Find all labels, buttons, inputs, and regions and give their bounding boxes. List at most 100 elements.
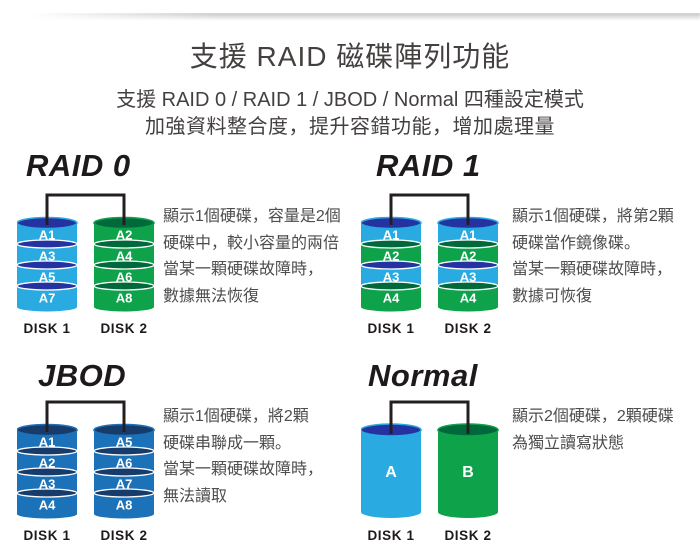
description-line: 當某一顆硬碟故障時， <box>512 261 673 278</box>
disk-rim <box>437 239 499 249</box>
segment-label: A7 <box>116 477 133 492</box>
segment-label: A3 <box>39 249 56 264</box>
bracket-connector <box>45 400 126 432</box>
jbod-disk2-stack: A5 A6 A7 A8 <box>93 423 155 519</box>
disk2-name: DISK 2 <box>444 528 491 543</box>
bracket-connector <box>389 193 470 225</box>
description-line: 顯示2個硬碟，2顆硬碟 <box>512 408 674 425</box>
segment-label: A4 <box>383 291 400 306</box>
disk-segment <box>94 493 154 519</box>
description-line: 為獨立讀寫狀態 <box>512 434 625 452</box>
description-line: 當某一顆硬碟故障時， <box>163 461 324 478</box>
segment-label: A3 <box>460 270 477 285</box>
raid1-disk1-stack: A1 A2 A3 A4 <box>361 216 422 312</box>
disk-rim <box>93 446 155 456</box>
segment-label: A8 <box>116 291 133 306</box>
disk1-name: DISK 1 <box>23 321 70 336</box>
bracket-connector <box>45 193 126 225</box>
segment-label: A8 <box>116 498 133 513</box>
disk2-name: DISK 2 <box>444 321 491 336</box>
segment-label: A6 <box>116 456 133 471</box>
segment-label: A2 <box>39 456 56 471</box>
disk-rim <box>93 260 155 270</box>
disk2-name: DISK 2 <box>100 528 147 543</box>
page-title: 支援 RAID 磁碟陣列功能 <box>189 41 511 72</box>
page-subtitle-modes: 支援 RAID 0 / RAID 1 / JBOD / Normal 四種設定模… <box>116 89 584 111</box>
jbod-disk1-stack: A1 A2 A3 A4 <box>17 423 78 519</box>
disk-body <box>361 430 421 518</box>
disk1-name: DISK 1 <box>367 321 414 336</box>
jbod-heading: JBOD <box>38 358 127 393</box>
normal-description: 顯示2個硬碟，2顆硬碟 為獨立讀寫狀態 <box>512 404 700 457</box>
description-line: 硬碟當作鏡像碟。 <box>512 234 641 252</box>
raid0-disk1-stack: A1 A3 A5 A7 <box>17 216 78 312</box>
segment-label: A5 <box>39 270 56 285</box>
disk-body <box>438 430 498 518</box>
raid1-disk2-stack: A1 A2 A3 A4 <box>437 216 499 312</box>
disk-segment <box>361 286 421 312</box>
normal-diagram: A B DISK 1 DISK 2 <box>361 400 499 543</box>
top-shadow-divider <box>30 13 700 22</box>
segment-label: A2 <box>383 249 400 264</box>
raid0-heading: RAID 0 <box>26 148 131 183</box>
bracket-connector <box>389 400 470 434</box>
segment-label: A1 <box>383 228 400 243</box>
description-line: 顯示1個硬碟，容量是2個 <box>163 208 341 225</box>
segment-label: A4 <box>116 249 133 264</box>
description-line: 顯示1個硬碟，將第2顆 <box>512 208 674 225</box>
raid1-description: 顯示1個硬碟，將第2顆 硬碟當作鏡像碟。 當某一顆硬碟故障時， 數據可恢復 <box>512 204 700 310</box>
disk-rim <box>93 281 155 291</box>
disk-rim <box>17 446 78 456</box>
disk-rim <box>361 260 422 270</box>
segment-label: A2 <box>460 249 477 264</box>
segment-label: A6 <box>116 270 133 285</box>
description-line: 硬碟中，較小容量的兩倍 <box>163 234 340 252</box>
description-line: 硬碟串聯成一顆。 <box>163 434 292 452</box>
normal-disk1-cylinder: A <box>361 423 422 518</box>
disk-rim <box>93 239 155 249</box>
disk-segment <box>17 493 77 519</box>
segment-label: A4 <box>460 291 477 306</box>
segment-label: A4 <box>39 498 56 513</box>
segment-label: A7 <box>39 291 56 306</box>
segment-label: A1 <box>39 435 56 450</box>
disk-rim <box>17 260 78 270</box>
description-line: 無法讀取 <box>163 487 228 505</box>
raid1-heading: RAID 1 <box>376 148 481 183</box>
raid1-diagram: A1 A2 A3 A4 A1 A2 A3 A4 DISK 1 DISK 2 <box>361 193 499 336</box>
segment-label: A3 <box>39 477 56 492</box>
disk-rim <box>17 239 78 249</box>
segment-label: A1 <box>39 228 56 243</box>
segment-label: A2 <box>116 228 133 243</box>
disk-rim <box>93 488 155 498</box>
normal-disk2-cylinder: B <box>437 423 499 518</box>
cylinder-label: A <box>385 464 397 481</box>
disk-rim <box>437 281 499 291</box>
disk-rim <box>17 488 78 498</box>
segment-label: A1 <box>460 228 477 243</box>
description-line: 當某一顆硬碟故障時， <box>163 261 324 278</box>
segment-label: A3 <box>383 270 400 285</box>
segment-label: A5 <box>116 435 133 450</box>
disk1-name: DISK 1 <box>23 528 70 543</box>
disk2-name: DISK 2 <box>100 321 147 336</box>
normal-heading: Normal <box>368 358 478 393</box>
jbod-description: 顯示1個硬碟，將2顆 硬碟串聯成一顆。 當某一顆硬碟故障時， 無法讀取 <box>163 404 361 510</box>
cylinder-label: B <box>462 464 474 481</box>
disk-segment <box>438 286 498 312</box>
description-line: 數據無法恢復 <box>163 287 260 305</box>
description-line: 顯示1個硬碟，將2顆 <box>163 408 309 425</box>
disk-segment <box>17 286 77 312</box>
page-subtitle-benefits: 加強資料整合度，提升容錯功能，增加處理量 <box>145 116 555 138</box>
disk-rim <box>17 281 78 291</box>
jbod-diagram: A1 A2 A3 A4 A5 A6 A7 A8 DISK 1 DISK 2 <box>17 400 155 543</box>
disk-rim <box>361 281 422 291</box>
disk-rim <box>93 467 155 477</box>
disk-segment <box>94 286 154 312</box>
raid0-diagram: A1 A3 A5 A7 A2 A4 A6 A8 DISK 1 DISK 2 <box>17 193 155 336</box>
raid0-disk2-stack: A2 A4 A6 A8 <box>93 216 155 312</box>
disk-rim <box>437 260 499 270</box>
disk-rim <box>17 467 78 477</box>
description-line: 數據可恢復 <box>512 287 593 305</box>
